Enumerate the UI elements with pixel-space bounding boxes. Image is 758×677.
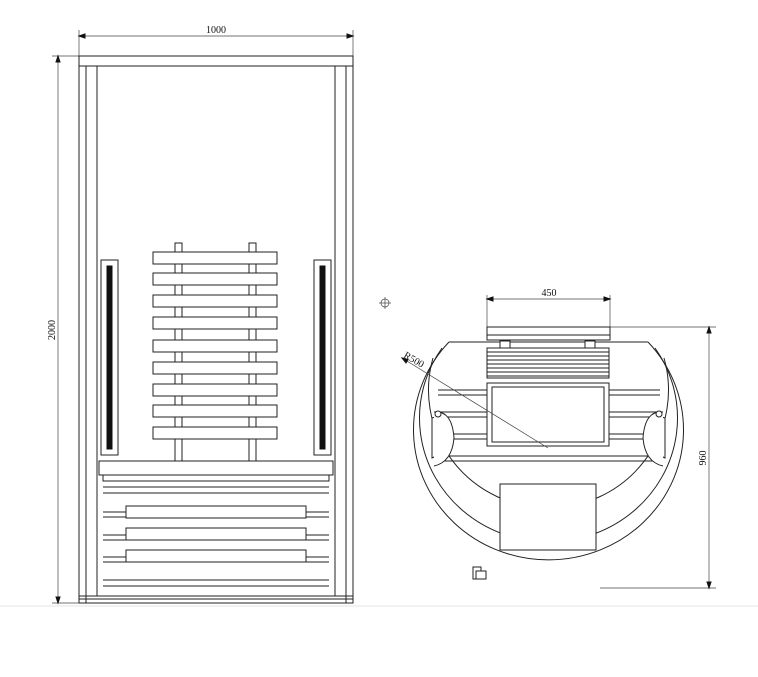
crosshair-icon	[379, 297, 391, 309]
bench	[98, 460, 334, 587]
floor-panel	[499, 483, 597, 551]
top-view: 450 960	[400, 288, 716, 590]
right-heater-panel	[313, 259, 332, 456]
door-handle	[472, 566, 487, 580]
left-side-heater	[431, 410, 455, 467]
right-side-heater	[642, 410, 666, 467]
height-dimension: 2000	[47, 54, 80, 605]
width-dimension: 1000	[77, 25, 355, 62]
backrest	[152, 242, 278, 462]
bench-width-label: 450	[542, 288, 557, 299]
height-label: 2000	[47, 320, 58, 340]
width-label: 1000	[206, 25, 226, 36]
bench-width-dimension: 450	[485, 288, 612, 328]
radius-label: R500	[402, 350, 426, 370]
depth-label: 960	[698, 451, 709, 466]
depth-dimension: 960	[600, 325, 716, 590]
top-backrest	[486, 340, 610, 379]
left-heater-panel	[100, 259, 119, 456]
front-view: 1000 2000	[47, 25, 355, 605]
